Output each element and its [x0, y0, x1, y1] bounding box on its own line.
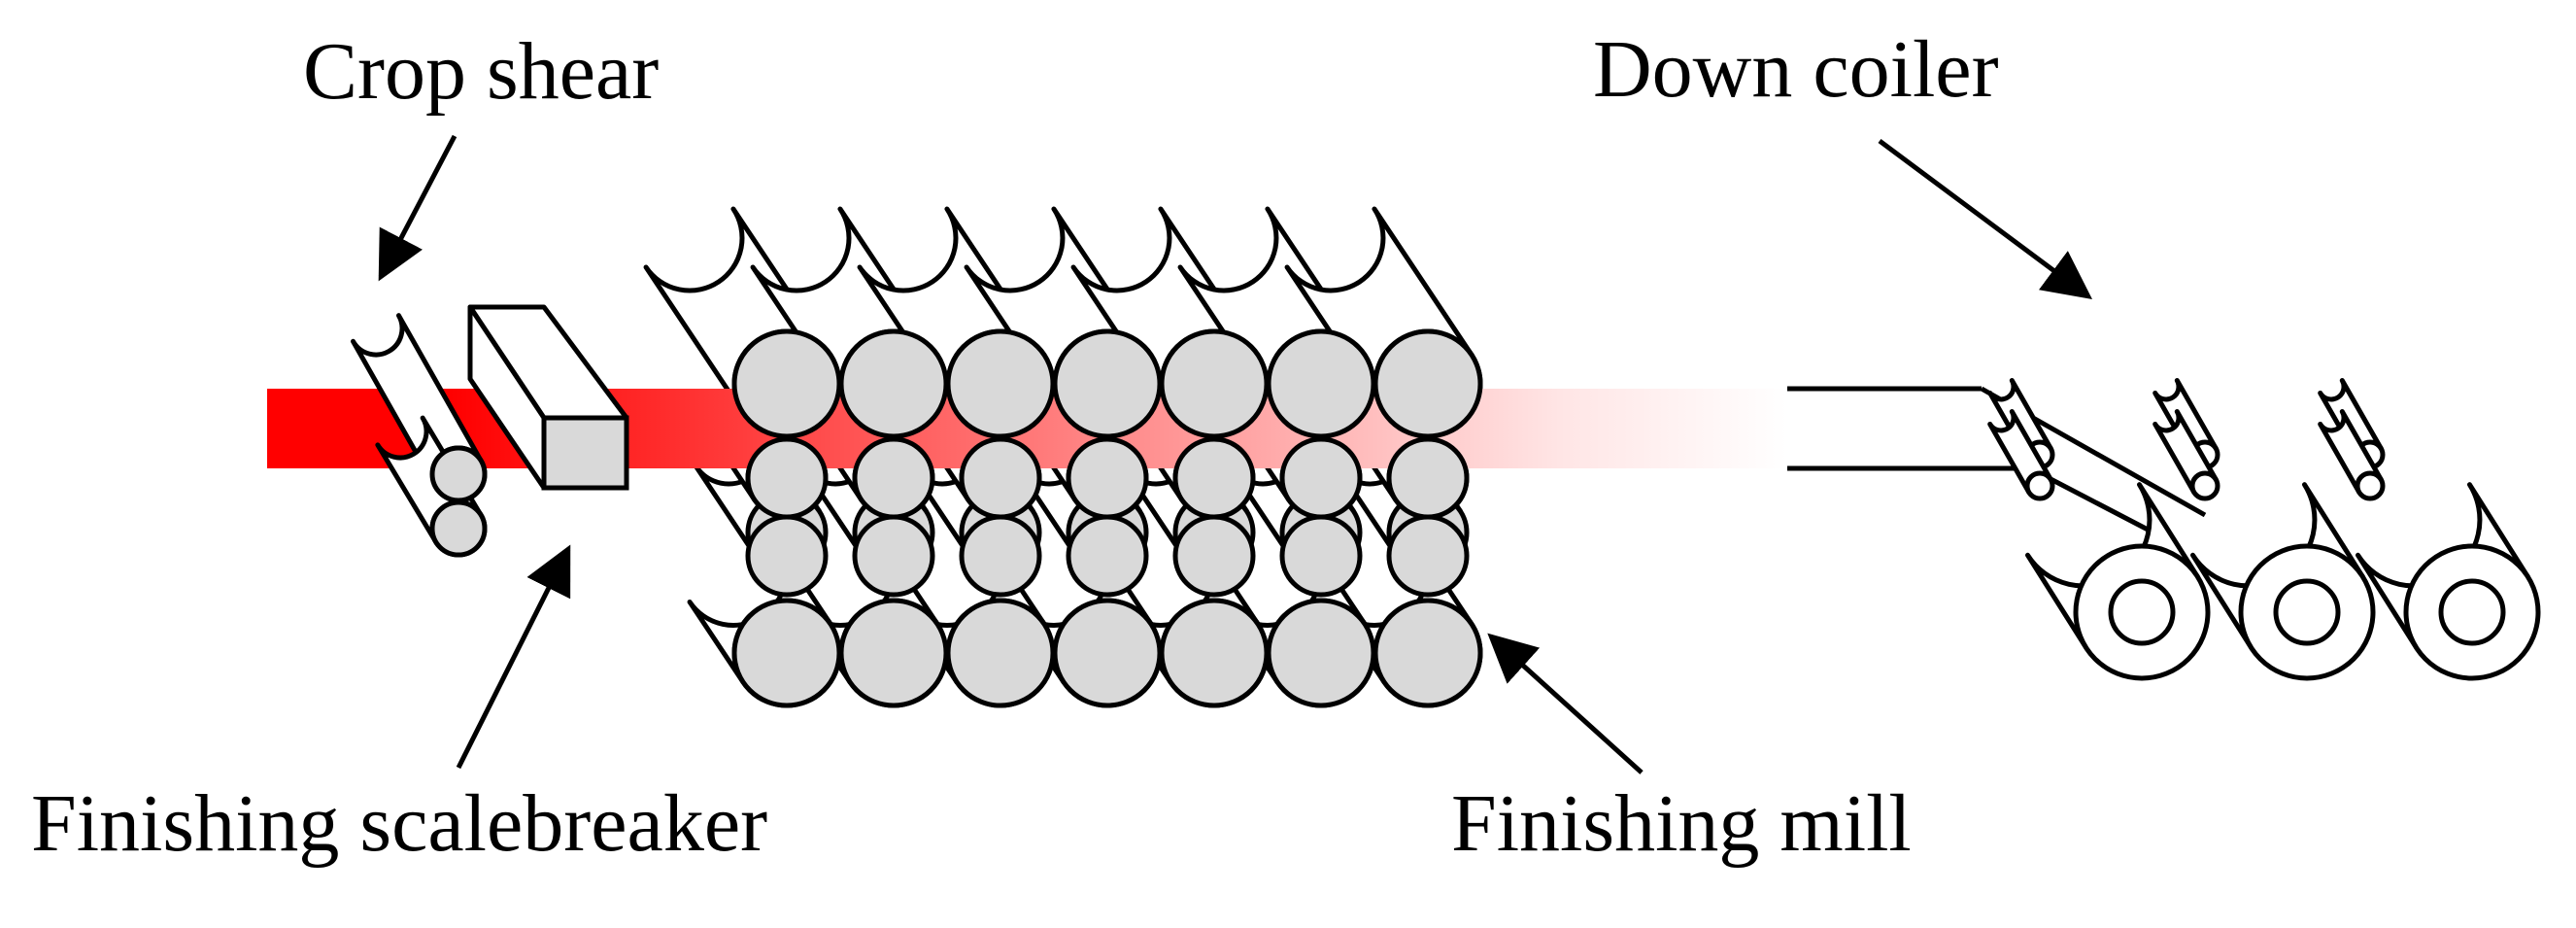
arrow-down-coiler: [1878, 138, 2093, 299]
upper-backup-roll-face-6: [1266, 328, 1376, 439]
pinch-roll-lower-2-face: [2189, 470, 2220, 501]
pinch-roll-lower-1: [1987, 409, 2055, 501]
leader-arrows: [378, 134, 2093, 774]
lower-backup-roll-face-5: [1159, 598, 1270, 708]
crop-shear-lower-face: [429, 499, 488, 558]
scalebreaker-front: [541, 415, 629, 491]
upper-backup-roll-face-3: [945, 328, 1056, 439]
mandrel-core-3: [2438, 578, 2506, 646]
lower-backup-roll-face-4: [1052, 598, 1163, 708]
upper-work-roll-face-5: [1172, 436, 1256, 520]
label-down-coiler: Down coiler: [1593, 24, 1999, 115]
lower-backup-roll-face-2: [838, 598, 949, 708]
finishing-mill-stands: [731, 328, 1483, 708]
mandrel-3: [2356, 482, 2541, 681]
coiler-3: [2318, 378, 2541, 681]
upper-backup-roll-face-2: [838, 328, 949, 439]
upper-backup-roll-face-5: [1159, 328, 1270, 439]
arrow-crop-shear: [378, 134, 458, 282]
scalebreaker-unit: [467, 304, 629, 491]
upper-work-roll-face-4: [1066, 436, 1149, 520]
pinch-roll-lower-1-face: [2024, 470, 2055, 501]
upper-work-roll-face-3: [959, 436, 1042, 520]
lower-work-roll-face-2: [852, 514, 935, 598]
upper-backup-roll-face-1: [731, 328, 842, 439]
coiler-2: [2152, 378, 2376, 681]
mandrel-2: [2190, 482, 2376, 681]
upper-work-roll-face-6: [1279, 436, 1363, 520]
lower-work-roll-face-4: [1066, 514, 1149, 598]
crop-shear-unit: [351, 313, 488, 558]
upper-work-roll-face-7: [1386, 436, 1470, 520]
arrow-finishing-mill: [1487, 633, 1644, 774]
upper-backup-roll-face-4: [1052, 328, 1163, 439]
lower-backup-roll-face-6: [1266, 598, 1376, 708]
label-crop-shear: Crop shear: [303, 26, 660, 117]
arrow-finishing-scalebreaker: [456, 544, 571, 770]
lower-work-roll-face-7: [1386, 514, 1470, 598]
down-coiler-unit: [1987, 378, 2541, 681]
coiler-1: [1987, 378, 2211, 681]
label-finishing-mill: Finishing mill: [1451, 778, 1912, 869]
crop-shear-upper-drum-body: [351, 313, 484, 490]
scalebreaker-box: [467, 304, 629, 491]
lower-backup-roll-face-3: [945, 598, 1056, 708]
lower-work-roll-face-3: [959, 514, 1042, 598]
mandrel-core-1: [2108, 578, 2176, 646]
label-finishing-scalebreaker: Finishing scalebreaker: [31, 778, 768, 869]
upper-work-roll-face-2: [852, 436, 935, 520]
pinch-roll-lower-3-face: [2355, 470, 2386, 501]
lower-work-roll-face-5: [1172, 514, 1256, 598]
lower-backup-roll-face-1: [731, 598, 842, 708]
pinch-roll-lower-3: [2318, 409, 2386, 501]
pinch-roll-lower-2: [2152, 409, 2220, 501]
upper-backup-roll-face-7: [1373, 328, 1483, 439]
lower-work-roll-face-1: [745, 514, 829, 598]
upper-work-roll-face-1: [745, 436, 829, 520]
crop-shear-upper-face: [429, 445, 488, 503]
lower-work-roll-face-6: [1279, 514, 1363, 598]
lower-backup-roll-face-7: [1373, 598, 1483, 708]
mandrel-core-2: [2273, 578, 2341, 646]
